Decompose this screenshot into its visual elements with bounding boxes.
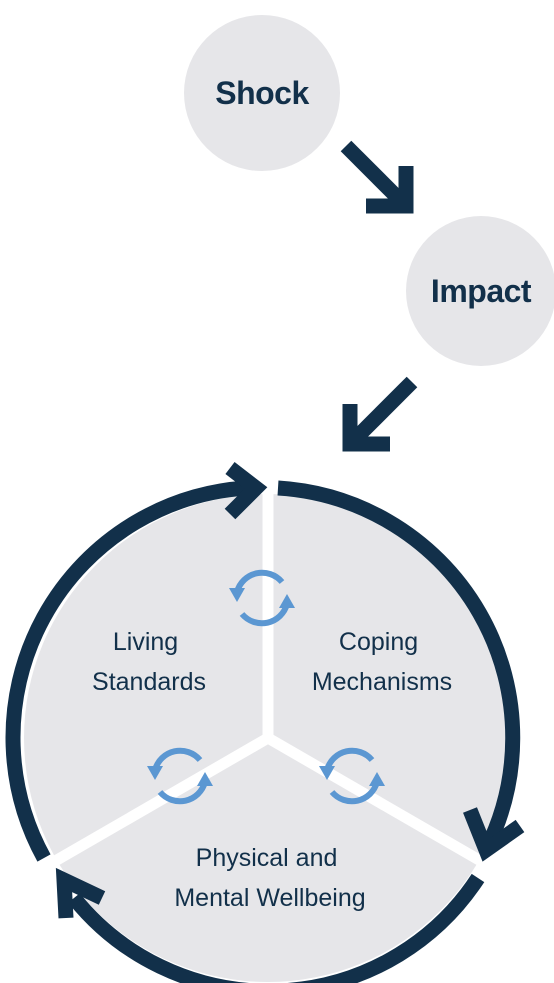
arrow-shock-to-impact <box>340 140 414 214</box>
cycle-arrowheads <box>55 462 525 919</box>
living-standards-label: Living Standards <box>92 628 206 696</box>
coping-mechanisms-label: Coping Mechanisms <box>312 628 452 696</box>
refresh-icon <box>229 569 295 627</box>
refresh-icon <box>147 747 213 805</box>
refresh-icon <box>319 747 385 805</box>
arrowhead-left <box>55 867 106 919</box>
shock-node: Shock <box>184 15 340 171</box>
shock-label: Shock <box>215 74 309 111</box>
arrow-impact-to-cycle <box>342 376 418 452</box>
arrowhead-top <box>224 462 268 520</box>
wellbeing-label: Physical and Mental Wellbeing <box>174 844 365 912</box>
cycle-arcs <box>5 480 521 983</box>
impact-node: Impact <box>406 216 554 366</box>
segment-dividers <box>47 486 489 869</box>
impact-label: Impact <box>430 272 532 309</box>
arrowhead-right <box>463 807 525 862</box>
